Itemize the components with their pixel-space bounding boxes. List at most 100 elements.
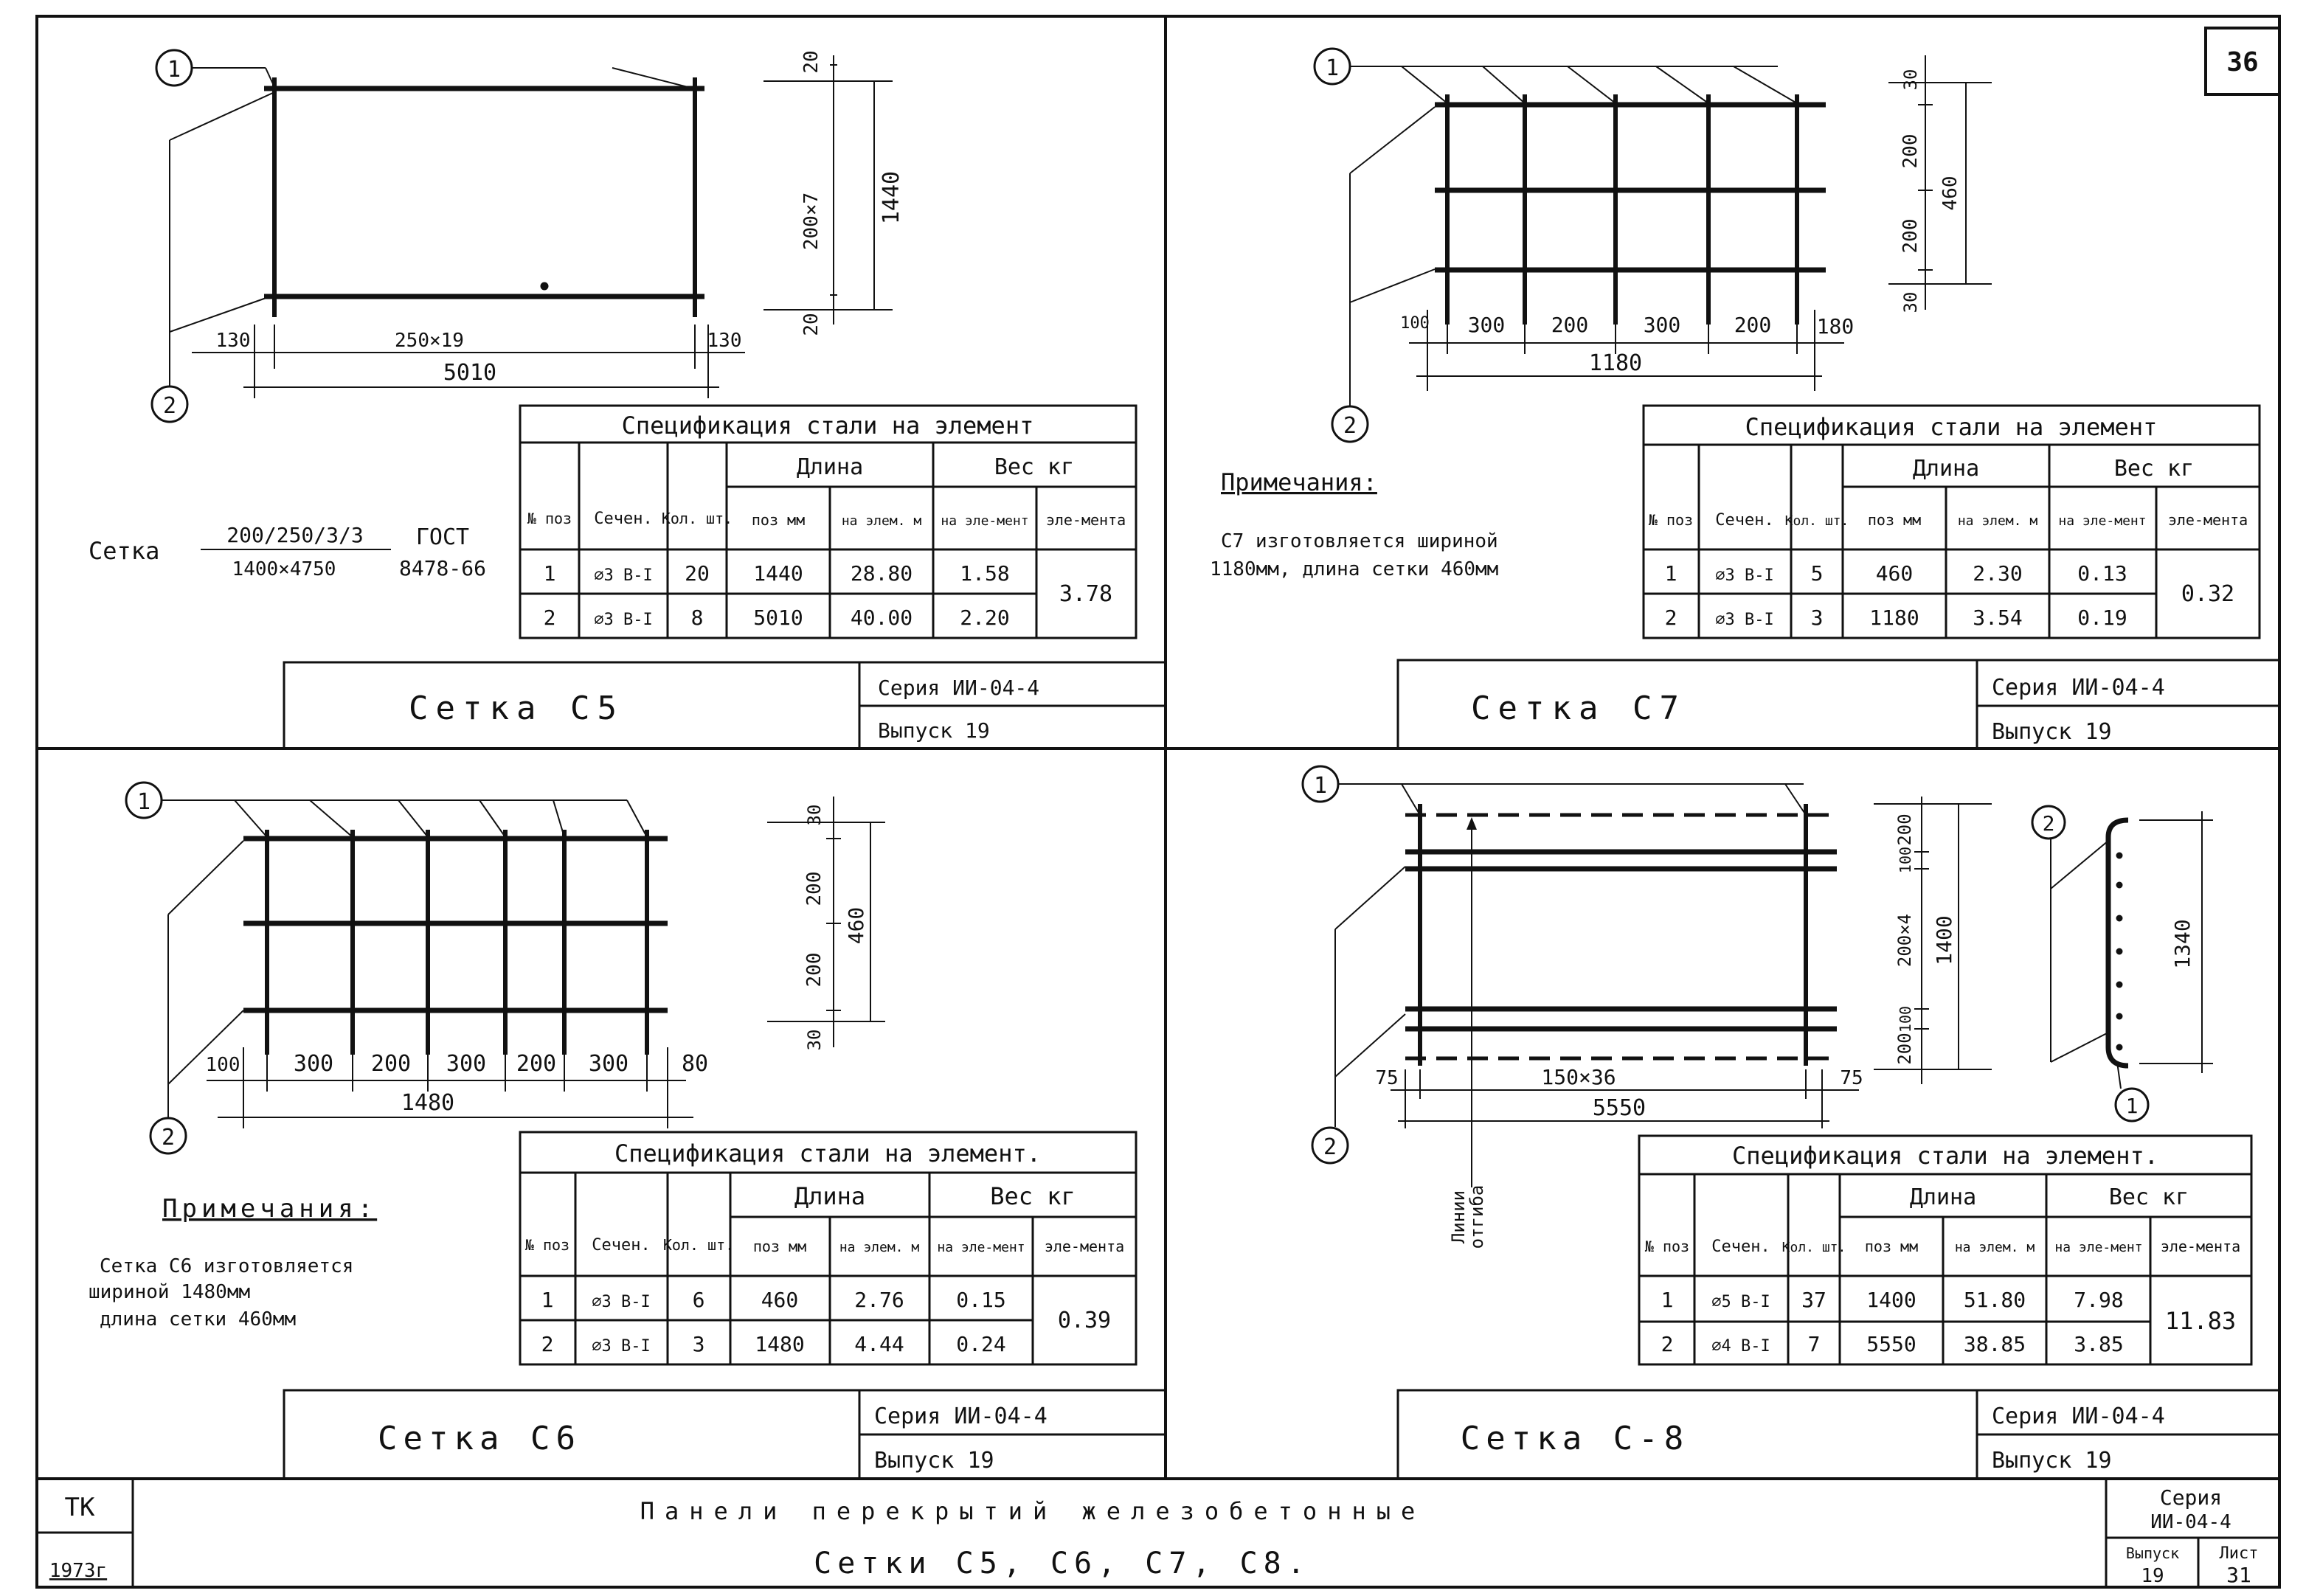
dim-c7-h4: 300: [1644, 313, 1681, 337]
spec-table-c7: Спецификация стали на элемент № поз Сече…: [1642, 404, 2261, 639]
c6-stamp-title: Сетка С6: [378, 1420, 581, 1457]
mesh-c8: [1405, 804, 1837, 1187]
c8-side-section: [2050, 811, 2213, 1089]
c5-col-kol: Кол. шт.: [662, 510, 733, 527]
c6-note-line-1: Сетка С6 изготовляется: [100, 1255, 353, 1277]
stamp-c7: Сетка С7 Серия ИИ-04-4 Выпуск 19: [1396, 659, 2281, 750]
c8-stamp-issue: Выпуск 19: [1992, 1448, 2112, 1474]
c6-r1-sech: ⌀3 В-I: [592, 1293, 650, 1311]
dim-c6-v2: 200: [803, 872, 825, 906]
dim-c8-total-v: 1400: [1932, 915, 1956, 965]
c6-col-sech: Сечен.: [592, 1236, 650, 1255]
dim-c6-h3: 200: [371, 1051, 411, 1077]
callout-c8-side-1-text: 1: [2126, 1094, 2139, 1118]
dim-c5-total: 1440: [879, 171, 904, 224]
c6-r2-w-elem: 0.24: [956, 1332, 1005, 1356]
c6-r2-kol: 3: [693, 1332, 705, 1356]
c6-r2-poz: 2: [541, 1332, 554, 1356]
c5-mesh-label: Сетка: [89, 537, 159, 565]
c6-note-line-2: шириной 1480мм: [89, 1281, 250, 1303]
c8-col-dlina: Длина: [1910, 1184, 1976, 1210]
c5-r2-sech: ⌀3 В-I: [594, 611, 652, 629]
c5-col-ves: Вес кг: [994, 454, 1074, 480]
c7-col-poz-mm: поз мм: [1868, 511, 1921, 529]
dim-c7-v2: 200: [1900, 134, 1922, 169]
c5-mesh-fraction-bottom: 1400×4750: [232, 558, 336, 580]
c5-r1-kol: 20: [685, 561, 710, 586]
dim-c7-v3: 200: [1900, 219, 1922, 254]
c8-stamp-series: Серия ИИ-04-4: [1992, 1404, 2165, 1429]
panel-c6: 1 2: [89, 781, 1167, 1480]
c7-r2-len-mm: 1180: [1869, 606, 1919, 630]
dim-c8-h2: 150×36: [1541, 1065, 1616, 1089]
c8-r2-sech: ⌀4 В-I: [1711, 1337, 1770, 1356]
c7-col-elementa: эле-мента: [2168, 511, 2248, 529]
c7-col-na-elem: на эле-мент: [2058, 513, 2146, 529]
mesh-c5: [264, 77, 704, 317]
c6-col-ves: Вес кг: [990, 1182, 1076, 1210]
c6-total: 0.39: [1058, 1308, 1111, 1333]
title-series-label: Серия: [2160, 1485, 2222, 1510]
dim-c6-total-h: 1480: [401, 1090, 454, 1116]
dims-c6-vertical: [767, 797, 885, 1047]
c7-r1-w-elem: 0.13: [2077, 561, 2127, 586]
title-subheading: Сетки С5, С6, С7, С8.: [814, 1547, 1311, 1581]
callout-c8-side-2: [2031, 805, 2066, 840]
c8-col-poz-mm: поз мм: [1865, 1238, 1918, 1255]
c8-total: 11.83: [2165, 1307, 2236, 1335]
callout-c5-1-text: 1: [167, 57, 181, 83]
c5-stamp-title: Сетка С5: [409, 690, 624, 727]
dim-c5-right: 130: [707, 330, 742, 352]
c7-stamp-title: Сетка С7: [1471, 690, 1686, 727]
c7-stamp-series: Серия ИИ-04-4: [1992, 675, 2165, 701]
spec-table-c5: Спецификация стали на элемент № поз Сече…: [519, 404, 1138, 639]
c5-total: 3.78: [1059, 581, 1112, 607]
c6-spec-title: Спецификация стали на элемент.: [614, 1139, 1041, 1167]
dim-c8-v4: 100: [1897, 1006, 1914, 1033]
c6-col-dlina: Длина: [794, 1182, 865, 1210]
dim-c7-v1: 30: [1900, 69, 1921, 91]
dim-c6-h4: 300: [446, 1051, 486, 1077]
c6-r2-len-m: 4.44: [854, 1332, 904, 1356]
c8-col-kol: Кол. шт.: [1782, 1240, 1846, 1255]
c5-col-na-elem: на эле-мент: [941, 513, 1028, 529]
title-tk: ТК: [65, 1493, 95, 1522]
dim-c8-total-h: 5550: [1593, 1095, 1646, 1121]
c6-col-poz-mm: поз мм: [753, 1238, 806, 1255]
c5-r1-poz: 1: [544, 561, 556, 586]
callout-c8-side-1: [2114, 1087, 2150, 1123]
stamp-c6: Сетка С6 Серия ИИ-04-4 Выпуск 19: [283, 1389, 1167, 1480]
c8-r2-poz: 2: [1661, 1332, 1674, 1356]
dim-c6-v4: 30: [804, 1030, 825, 1051]
callout-c6-1-text: 1: [137, 789, 150, 815]
mesh-c7: [1435, 94, 1826, 325]
c7-r1-len-mm: 460: [1876, 561, 1914, 586]
c6-r2-sech: ⌀3 В-I: [592, 1337, 650, 1356]
dim-c6-h1: 100: [206, 1054, 240, 1076]
c5-spec-title: Спецификация стали на элемент: [622, 412, 1034, 440]
stamp-c8: Сетка С-8 Серия ИИ-04-4 Выпуск 19: [1396, 1389, 2281, 1480]
title-sheet-label: Лист: [2220, 1544, 2259, 1563]
c5-gost-number: 8478-66: [399, 556, 486, 580]
c6-r1-w-elem: 0.15: [956, 1288, 1005, 1312]
c5-r1-len-mm: 1440: [753, 561, 803, 586]
c5-r2-len-mm: 5010: [753, 606, 803, 630]
dims-c5-horizontal: [192, 325, 745, 398]
c7-r1-sech: ⌀3 В-I: [1715, 566, 1773, 585]
dim-c8-v5: 200: [1894, 1033, 1915, 1064]
callout-c8-side-2-text: 2: [2043, 811, 2055, 836]
title-heading: Панели перекрытий железобетонные: [640, 1497, 1426, 1525]
c7-col-dlina: Длина: [1913, 456, 1979, 482]
spec-table-c8: Спецификация стали на элемент. № поз Сеч…: [1638, 1134, 2253, 1366]
c7-r1-kol: 5: [1811, 561, 1824, 586]
dim-c7-total-v: 460: [1939, 176, 1961, 211]
dim-c6-h6: 300: [589, 1051, 629, 1077]
dim-c7-h6: 180: [1817, 314, 1855, 339]
c7-r2-len-m: 3.54: [1973, 606, 2022, 630]
sheet-number: 36: [2226, 47, 2258, 77]
dim-c8-h1: 75: [1375, 1067, 1398, 1089]
dim-c8-v2: 100: [1897, 847, 1914, 873]
c8-r1-kol: 37: [1801, 1288, 1826, 1312]
c7-col-ves: Вес кг: [2114, 456, 2194, 482]
dim-c7-h2: 300: [1468, 313, 1506, 337]
